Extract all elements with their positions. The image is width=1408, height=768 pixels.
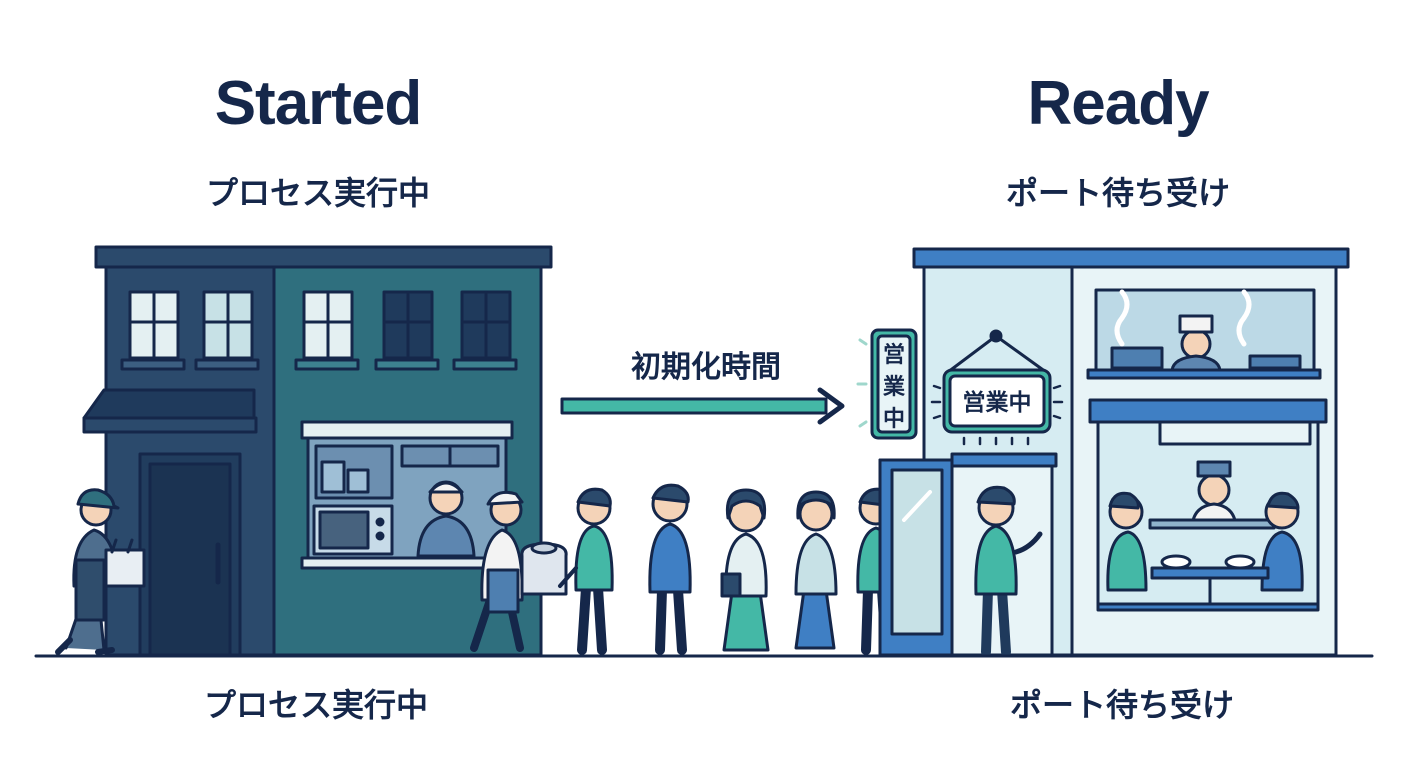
ready-title: Ready <box>1027 69 1209 138</box>
vertical-sign-char-3: 中 <box>883 407 905 432</box>
greeter <box>974 485 1043 657</box>
vertical-sign-char-2: 業 <box>883 375 906 400</box>
started-kitchen-window <box>300 420 516 570</box>
ready-door <box>878 452 1058 657</box>
hanging-open-sign <box>930 329 1064 446</box>
started-windows <box>120 290 518 371</box>
started-building <box>82 245 553 657</box>
started-door <box>138 452 242 657</box>
started-subtitle-bottom: プロセス実行中 <box>203 686 429 724</box>
transition-arrow <box>560 387 845 425</box>
started-title: Started <box>214 69 423 138</box>
queue-people <box>558 483 912 655</box>
started-subtitle-top: プロセス実行中 <box>205 174 431 212</box>
ready-kitchen-window <box>1086 288 1322 380</box>
vertical-sign-char-1: 営 <box>883 342 905 368</box>
staff-with-pot <box>470 490 568 652</box>
transition-label: 初期化時間 <box>631 350 781 385</box>
hanging-sign-text: 営業中 <box>963 389 1032 416</box>
ready-dining-window <box>1088 398 1328 612</box>
ready-subtitle-bottom: ポート待ち受け <box>1009 686 1235 724</box>
delivery-person <box>55 488 146 655</box>
vertical-open-sign <box>856 328 918 440</box>
ready-subtitle-top: ポート待ち受け <box>1005 174 1231 212</box>
ready-building <box>856 247 1350 657</box>
